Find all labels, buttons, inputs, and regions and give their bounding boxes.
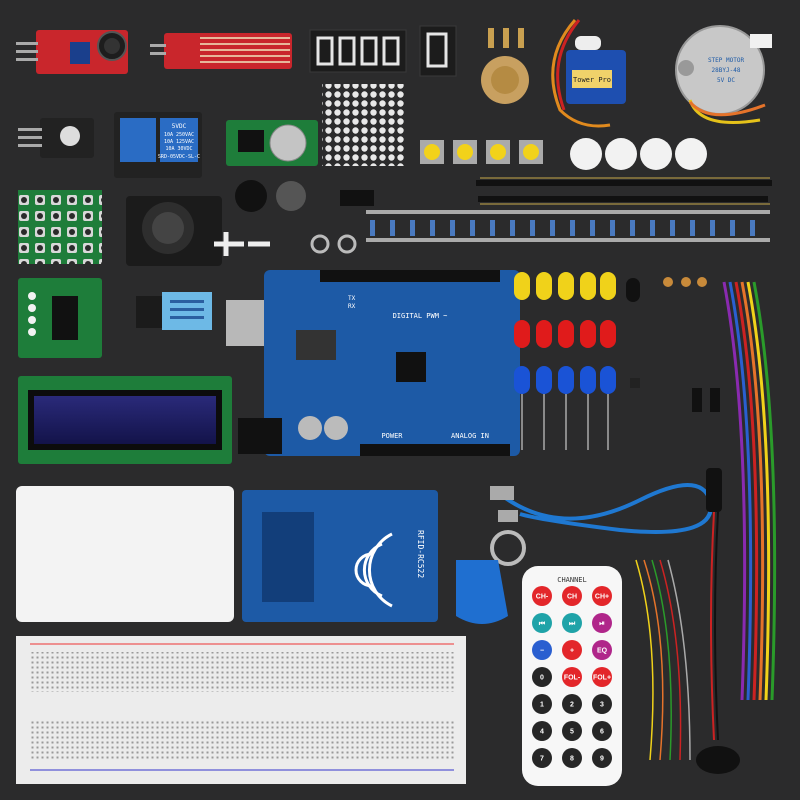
remote-button-label: CH- xyxy=(536,594,549,601)
uno-power-label: POWER xyxy=(381,432,403,440)
leds xyxy=(514,272,640,450)
rfid-module: RFID-RC522 xyxy=(242,490,438,622)
membrane-keypad-4x4 xyxy=(18,190,102,264)
remote-button-label: ⏮ xyxy=(539,621,546,628)
remote-button xyxy=(562,586,582,606)
dupont-wire-bundle xyxy=(635,559,691,761)
sound-sensor-module xyxy=(16,30,128,74)
relay-module: 5VDC 10A 250VAC 10A 125VAC 10A 30VDC SRD… xyxy=(114,112,202,178)
stepper-line-3: 5V DC xyxy=(717,77,735,84)
remote-button xyxy=(592,667,612,687)
water-level-sensor xyxy=(150,33,292,69)
remote-button xyxy=(532,694,552,714)
usb-cable xyxy=(490,483,713,534)
servo-horns xyxy=(214,232,357,256)
stepper-line-1: STEP MOTOR xyxy=(708,57,745,64)
remote-button-label: − xyxy=(540,648,544,655)
servo-motor: Tower Pro xyxy=(551,19,626,128)
jumper-wires xyxy=(722,281,777,701)
remote-button xyxy=(592,640,612,660)
remote-button-label: ⏯ xyxy=(599,621,605,628)
remote-button xyxy=(592,613,612,633)
remote-button-label: CH+ xyxy=(595,594,609,601)
stepper-line-2: 28BYJ-48 xyxy=(712,67,741,74)
remote-button xyxy=(562,667,582,687)
remote-button-label: EQ xyxy=(597,648,608,655)
relay-line-4: 10A 30VDC xyxy=(165,146,192,152)
arduino-uno-board: DIGITAL PWM ~ ANALOG IN POWER TX RX xyxy=(238,270,520,456)
rfid-label: RFID-RC522 xyxy=(416,530,425,578)
lcd-1602-display xyxy=(18,376,232,464)
remote-button xyxy=(532,748,552,768)
ir-remote-control: CHANNEL CH- CH CH+ ⏮ ⏭ ⏯ − + EQ 0 FOL- FOL+ 1 2 3 4 5 6 7 8… xyxy=(522,566,622,786)
remote-button xyxy=(562,748,582,768)
remote-button xyxy=(532,640,552,660)
dht11-sensor xyxy=(136,292,212,330)
uno-rx-label: RX xyxy=(348,303,356,310)
remote-button-label: CH xyxy=(567,594,577,601)
remote-button xyxy=(532,667,552,687)
uno-digital-label: DIGITAL PWM ~ xyxy=(393,312,448,320)
remote-button-label: 2 xyxy=(570,702,574,709)
remote-button xyxy=(592,748,612,768)
relay-line-2: 10A 250VAC xyxy=(164,132,194,138)
remote-button-label: 0 xyxy=(540,675,544,682)
uno-analog-label: ANALOG IN xyxy=(451,432,489,440)
relay-line-3: 10A 125VAC xyxy=(164,139,194,145)
single-digit-seven-segment-display xyxy=(419,25,457,77)
buzzer xyxy=(235,180,306,212)
remote-button-label: 8 xyxy=(570,756,574,763)
white-card xyxy=(16,486,234,622)
remote-button-label: 1 xyxy=(540,702,544,709)
remote-title: CHANNEL xyxy=(557,576,587,584)
relay-line-1: 5VDC xyxy=(172,123,187,130)
remote-button xyxy=(592,721,612,741)
uno-tx-label: TX xyxy=(348,295,356,302)
remote-button xyxy=(532,613,552,633)
remote-button-label: FOL- xyxy=(564,675,581,682)
remote-button-label: 6 xyxy=(600,729,604,736)
remote-button xyxy=(562,694,582,714)
resistor-strip xyxy=(366,210,770,242)
rfid-key-fob xyxy=(456,530,526,624)
remote-button xyxy=(592,694,612,714)
dc-barrel-cable xyxy=(696,468,740,774)
push-buttons xyxy=(420,140,543,164)
photoresistors xyxy=(630,277,720,412)
breadboard xyxy=(16,636,466,784)
rtc-clock-module xyxy=(226,120,318,166)
button-caps xyxy=(570,138,707,170)
remote-button xyxy=(562,721,582,741)
remote-button-label: 9 xyxy=(600,756,604,763)
remote-button-label: 4 xyxy=(540,729,544,736)
remote-button xyxy=(532,586,552,606)
remote-button xyxy=(562,640,582,660)
potentiometer xyxy=(481,28,529,104)
remote-button-label: 3 xyxy=(600,702,604,709)
remote-button-label: FOL+ xyxy=(593,675,611,682)
remote-button-label: ⏭ xyxy=(569,621,576,628)
pin-headers xyxy=(476,177,772,205)
remote-button xyxy=(562,613,582,633)
led-dot-matrix xyxy=(322,84,404,166)
servo-label: Tower Pro xyxy=(573,76,611,84)
rgb-led-module xyxy=(18,118,94,158)
remote-button xyxy=(592,586,612,606)
four-digit-seven-segment-display xyxy=(309,29,407,73)
relay-line-5: SRD-05VDC-SL-C xyxy=(158,154,200,160)
remote-button-label: + xyxy=(570,648,574,655)
joystick-module xyxy=(126,196,222,266)
remote-button-label: 5 xyxy=(570,729,574,736)
remote-button xyxy=(532,721,552,741)
stepper-driver-board xyxy=(18,278,102,358)
stepper-motor: STEP MOTOR 28BYJ-48 5V DC xyxy=(675,25,772,124)
remote-button-label: 7 xyxy=(540,756,544,763)
ic-chip xyxy=(340,190,374,206)
